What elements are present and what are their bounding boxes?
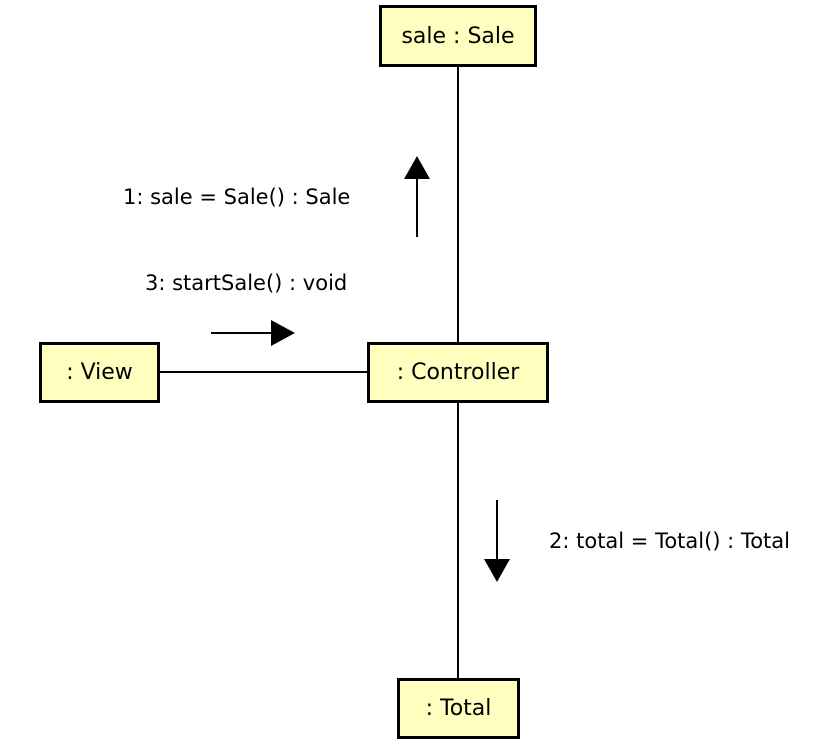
object-controller-label: : Controller [396,360,520,385]
object-total[interactable]: : Total [397,678,520,739]
object-total-label: : Total [425,696,492,721]
message-2-arrow-icon [484,500,510,582]
object-view-label: : View [66,360,133,385]
message-2-label: 2: total = Total() : Total [549,529,790,553]
object-sale[interactable]: sale : Sale [379,5,537,67]
object-sale-label: sale : Sale [401,23,515,49]
message-3-arrow-icon [211,320,295,346]
message-3-label: 3: startSale() : void [145,271,348,295]
message-1-arrow-icon [404,156,430,237]
object-view[interactable]: : View [39,342,160,403]
message-1-label: 1: sale = Sale() : Sale [123,185,351,209]
object-controller[interactable]: : Controller [367,342,549,403]
